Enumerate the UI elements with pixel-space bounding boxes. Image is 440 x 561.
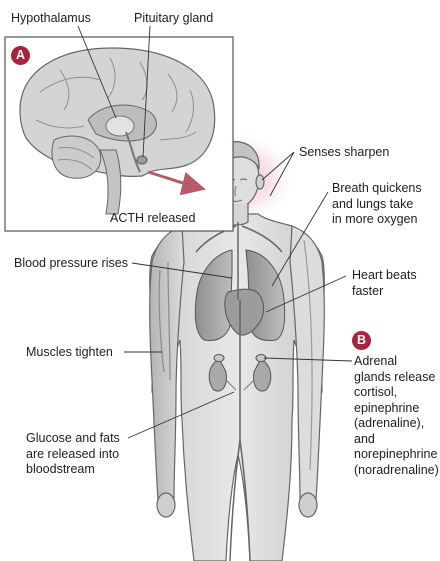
brain-inset <box>5 37 233 231</box>
label-heart-beats: Heart beats faster <box>352 268 417 299</box>
label-adrenal-glands: Adrenal glands release cortisol, epineph… <box>354 354 439 478</box>
label-muscles-tighten: Muscles tighten <box>26 345 113 361</box>
badge-a: A <box>11 46 30 65</box>
label-breath-quickens: Breath quickens and lungs take in more o… <box>332 181 422 228</box>
pituitary-shape <box>137 156 147 164</box>
right-arm <box>290 226 324 517</box>
label-glucose-fats: Glucose and fats are released into blood… <box>26 431 120 478</box>
label-blood-pressure: Blood pressure rises <box>14 256 128 272</box>
label-pituitary-gland: Pituitary gland <box>134 11 213 27</box>
badge-b: B <box>352 331 371 350</box>
label-acth-released: ACTH released <box>110 211 195 227</box>
label-hypothalamus: Hypothalamus <box>11 11 91 27</box>
label-senses-sharpen: Senses sharpen <box>299 145 389 161</box>
